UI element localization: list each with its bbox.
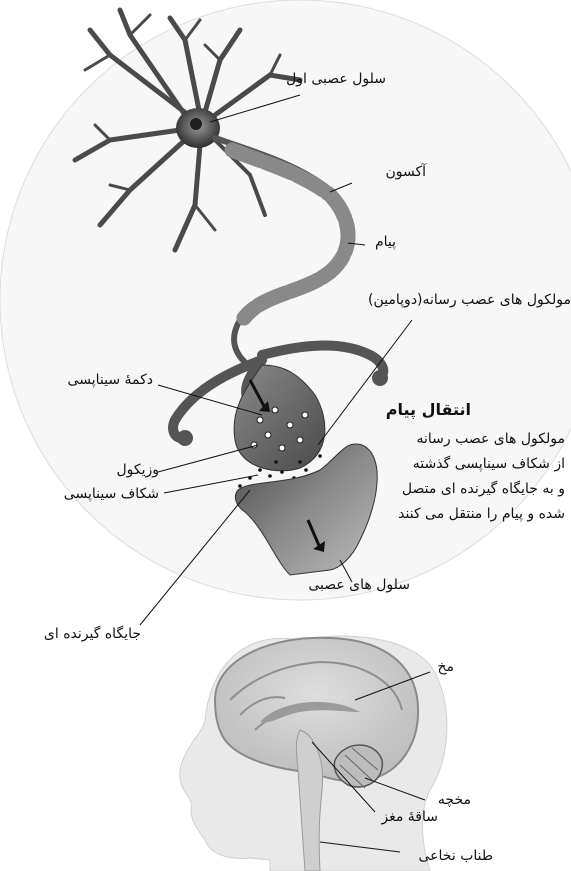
label-cerebellum: مخچه xyxy=(438,793,471,807)
nucleus xyxy=(190,118,202,130)
label-first-neuron: سلول عصبی اول xyxy=(286,72,386,86)
label-synaptic-knob: دکمهٔ سیناپسی xyxy=(68,373,153,387)
label-synaptic-cleft: شکاف سیناپسی xyxy=(64,487,159,501)
label-receptor-site: جایگاه گیرنده ای xyxy=(44,627,141,641)
transmission-title: انتقال پیام xyxy=(386,402,471,418)
label-spinal-cord: طناب نخاعی xyxy=(419,849,493,863)
label-nerve-cells: سلول های عصبی xyxy=(308,578,410,592)
label-vesicle: وزیکول xyxy=(116,463,159,477)
label-cerebrum: مخ xyxy=(437,660,454,674)
label-message: پیام xyxy=(375,235,396,249)
transmission-line-4: شده و پیام را منتقل می کنند xyxy=(398,503,565,525)
transmission-line-2: از شکاف سیناپسی گذشته xyxy=(413,453,565,475)
label-neurotransmitters: مولکول های عصب رسانه(دوپامین) xyxy=(368,293,571,307)
transmission-line-1: مولکول های عصب رسانه xyxy=(417,428,566,450)
label-brainstem: ساقهٔ مغز xyxy=(381,810,438,824)
label-axon: آکسون xyxy=(385,165,426,179)
transmission-line-3: و به جایگاه گیرنده ای متصل xyxy=(402,478,565,500)
